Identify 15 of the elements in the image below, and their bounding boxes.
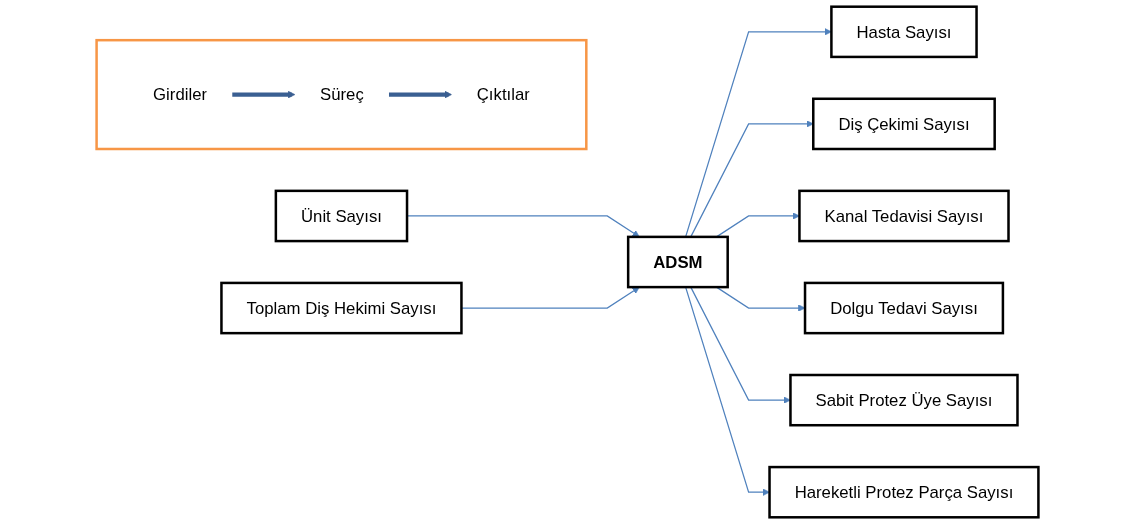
node-box: Diş Çekimi Sayısı [812, 97, 996, 151]
node-box: Dolgu Tedavi Sayısı [803, 281, 1005, 335]
arrow [232, 90, 296, 99]
node-box: Hareketli Protez Parça Sayısı [768, 465, 1040, 519]
node-box: Toplam Diş Hekimi Sayısı [220, 281, 463, 335]
node-box: Hasta Sayısı [830, 5, 978, 59]
node-box: Ünit Sayısı [274, 189, 409, 243]
node-box: ADSM [626, 235, 729, 289]
node-text: Girdiler [153, 85, 208, 104]
cluster [95, 38, 588, 151]
node-text: Çıktılar [476, 85, 530, 104]
arrow [388, 90, 452, 99]
node-text: Süreç [320, 85, 364, 104]
node-box: Kanal Tedavisi Sayısı [798, 189, 1010, 243]
node-box: Sabit Protez Üye Sayısı [789, 373, 1019, 427]
